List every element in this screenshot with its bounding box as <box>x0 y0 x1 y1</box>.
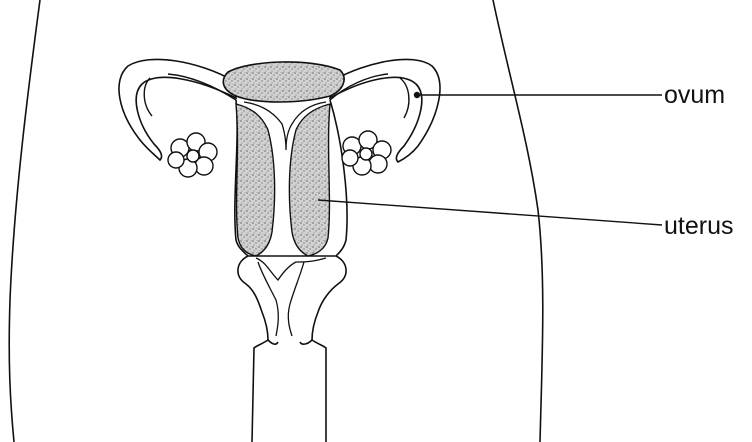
body-outline-right <box>493 0 543 442</box>
right-ovary <box>342 131 391 175</box>
uterus-right-wall <box>289 104 330 256</box>
ovum-label: ovum <box>664 81 725 109</box>
uterus-fundus <box>223 62 344 102</box>
uterus-label: uterus <box>664 212 733 240</box>
vagina <box>252 340 326 442</box>
uterus-left-wall <box>236 104 275 256</box>
right-tube-lumen <box>400 78 409 118</box>
uterus-leader-line <box>318 200 662 225</box>
left-tube-lumen <box>144 78 152 116</box>
ovum-dot <box>414 92 420 98</box>
left-ovary <box>168 133 217 177</box>
body-outline-left <box>9 0 40 442</box>
